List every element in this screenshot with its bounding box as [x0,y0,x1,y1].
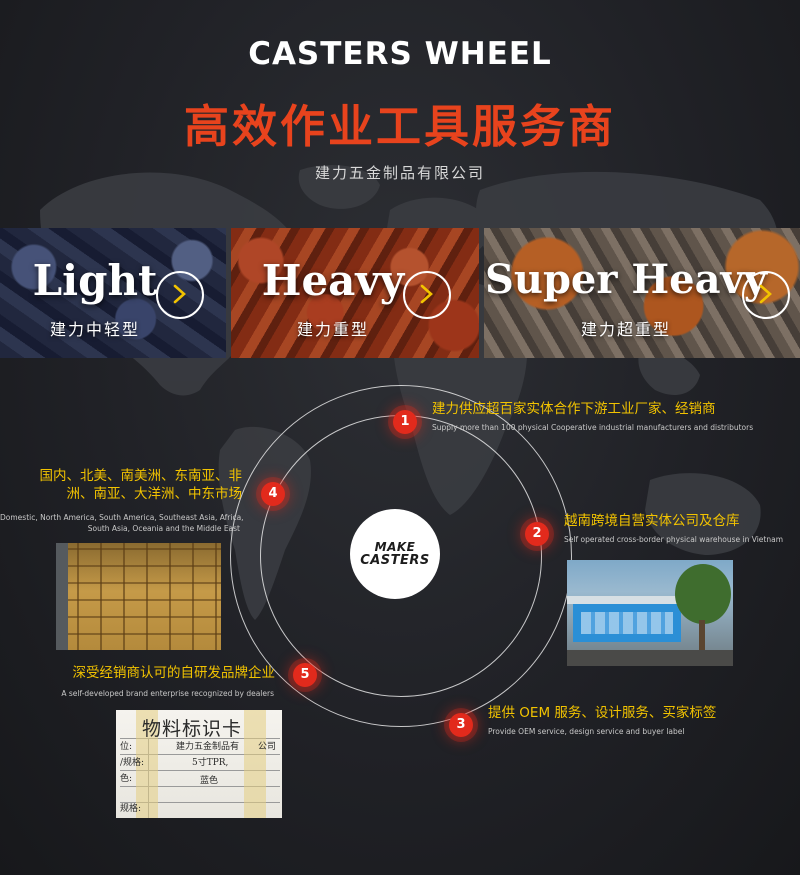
label-row-4-label: 规格: [120,804,142,814]
card-light[interactable]: Light 建力中轻型 [0,228,226,358]
feature-badge-5: 5 [293,663,317,687]
material-label-photo: 物料标识卡 位: 建力五金制品有 公司 /规格: 5寸TPR, 色: 蓝色 规格… [116,710,282,818]
feature-2-text: 越南跨境自营实体公司及仓库 [564,513,740,529]
vietnam-office-photo [567,560,733,666]
card-subtitle: 建力中轻型 [49,320,140,339]
feature-1-text: 建力供应超百家实体合作下游工业厂家、经销商 [432,401,716,417]
feature-badge-2: 2 [525,522,549,546]
logo-line-2: CASTERS [360,553,430,568]
chevron-right-icon[interactable] [156,271,204,319]
feature-5-text: 深受经销商认可的自研发品牌企业 [72,665,276,681]
card-subtitle: 建力重型 [296,320,369,339]
label-row-1-value: 建力五金制品有 [176,742,240,752]
label-row-1-tail: 公司 [258,742,277,752]
feature-4-text-en-line-2: South Asia, Oceania and the Middle East [87,524,240,533]
feature-badge-4: 4 [261,482,285,506]
label-row-2-value: 5寸TPR, [192,758,229,768]
orbit-ring-outer [230,385,572,727]
feature-5-text-en: A self-developed brand enterprise recogn… [61,689,274,698]
chevron-right-icon[interactable] [742,271,790,319]
card-title: Light [32,256,158,305]
label-row-1-label: 位: [120,742,133,752]
label-row-2-label: /规格: [120,758,145,768]
feature-4-text-line-1: 国内、北美、南美洲、东南亚、非 [39,468,243,484]
map-greenland [298,165,380,209]
feature-4-text-en-line-1: Domestic, North America, South America, … [0,513,244,522]
label-card-title: 物料标识卡 [142,718,243,740]
card-subtitle: 建力超重型 [580,320,671,339]
page-title-en: CASTERS WHEEL [248,36,552,72]
logo-line-1: MAKE [374,540,416,554]
label-row-3-value: 蓝色 [200,776,219,786]
map-southeast-asia [638,348,700,395]
feature-3-text: 提供 OEM 服务、设计服务、买家标签 [488,705,717,721]
feature-1-text-en: Supply more than 100 physical Cooperativ… [432,423,754,432]
feature-4-text-line-2: 洲、南亚、大洋洲、中东市场 [66,486,243,502]
feature-3-text-en: Provide OEM service, design service and … [488,727,685,736]
card-heavy[interactable]: Heavy 建力重型 [231,228,479,358]
card-title: Super Heavy [484,256,768,303]
brand-logo: MAKE CASTERS [350,509,440,599]
map-australia [645,473,761,555]
chevron-right-icon[interactable] [403,271,451,319]
feature-badge-3: 3 [449,713,473,737]
card-super-heavy[interactable]: Super Heavy 建力超重型 [484,228,800,358]
page-title-cn: 高效作业工具服务商 [183,100,616,153]
feature-2-text-en: Self operated cross-border physical ware… [564,535,783,544]
warehouse-photo [56,543,221,650]
company-name: 建力五金制品有限公司 [314,164,485,182]
label-row-3-label: 色: [120,774,133,784]
card-title: Heavy [261,256,405,305]
feature-badge-1: 1 [393,410,417,434]
